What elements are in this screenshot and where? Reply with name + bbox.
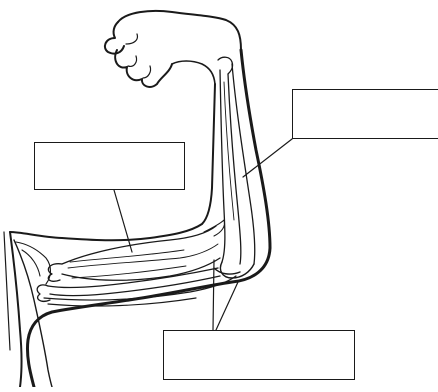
- leader-line-bottom-1: [213, 260, 214, 330]
- leader-line-bottom-2: [216, 282, 238, 330]
- forearm-bones: [218, 57, 255, 264]
- leader-line-right: [243, 139, 292, 177]
- leader-line-left: [114, 190, 132, 252]
- triceps-muscle: [44, 276, 236, 306]
- shoulder-muscle: [16, 242, 51, 284]
- label-box-left[interactable]: [34, 142, 185, 190]
- label-box-bottom[interactable]: [163, 330, 355, 380]
- label-box-right[interactable]: [292, 89, 438, 139]
